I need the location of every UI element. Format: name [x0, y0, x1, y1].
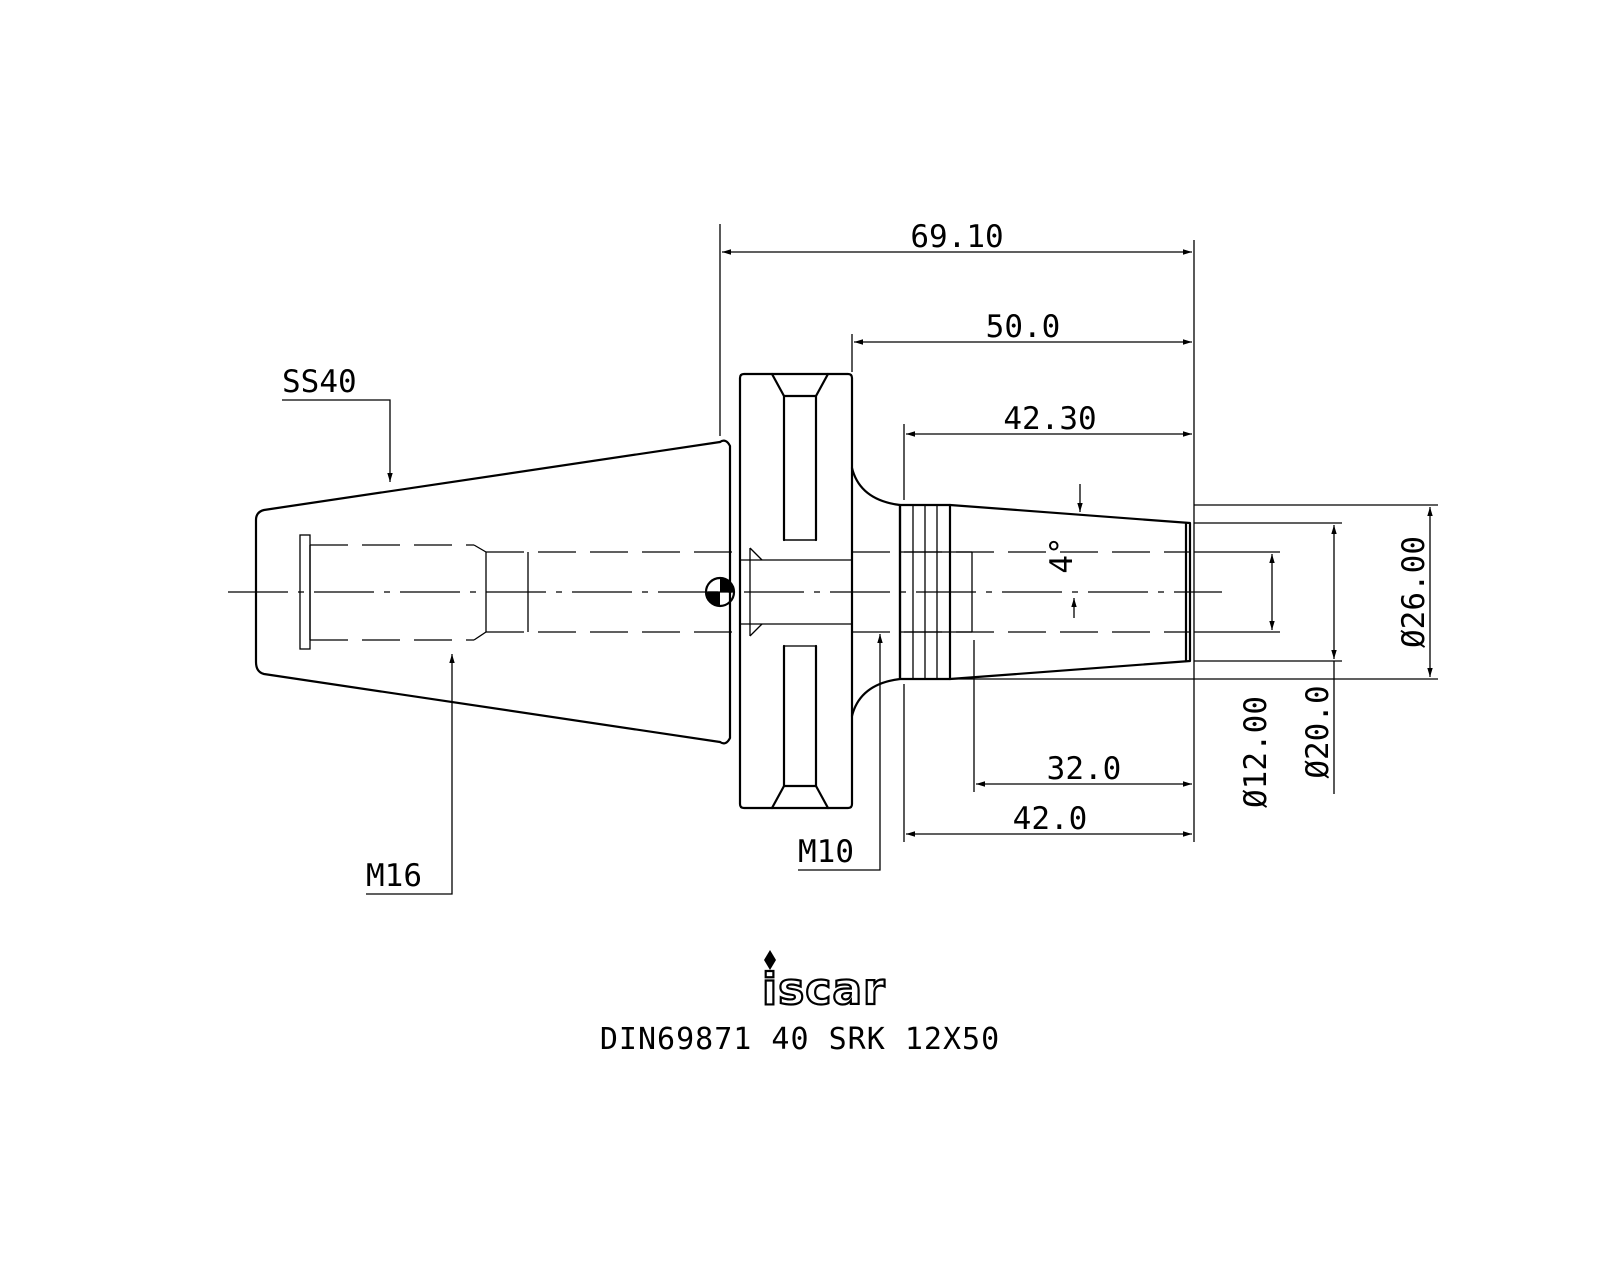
- dim-nose-length-label: 42.30: [1003, 401, 1096, 437]
- dim-tip-diameter: Ø20.0: [1300, 525, 1337, 794]
- dim-flange-to-end: 50.0: [854, 309, 1192, 345]
- dim-clamp-length: 42.0: [906, 801, 1192, 837]
- callout-stop-screw-thread: M10: [798, 634, 883, 871]
- dim-base-diameter-label: Ø26.00: [1396, 536, 1432, 648]
- dim-nose-length: 42.30: [906, 401, 1192, 437]
- part-designation: DIN69871 40 SRK 12X50: [599, 1022, 1001, 1057]
- callout-pull-stud-thread: M16: [366, 654, 455, 895]
- dim-overall-length-label: 69.10: [910, 219, 1003, 255]
- dim-clamp-length-label: 42.0: [1013, 801, 1088, 837]
- extension-lines: [719, 224, 1438, 842]
- dim-flange-to-end-label: 50.0: [986, 309, 1061, 345]
- dim-tip-diameter-label: Ø20.0: [1300, 685, 1336, 778]
- nose-body: [850, 466, 1192, 718]
- callout-pull-stud-thread-label: M16: [366, 858, 422, 894]
- callout-shank-taper: SS40: [282, 364, 393, 482]
- dim-bore-depth-label: 32.0: [1047, 751, 1122, 787]
- dim-overall-length: 69.10: [722, 219, 1192, 255]
- brand-logo-text: iscar: [762, 964, 886, 1015]
- callout-stop-screw-thread-label: M10: [798, 834, 854, 870]
- dim-bore-diameter: Ø12.00: [1238, 554, 1275, 808]
- flange: [704, 372, 854, 810]
- taper-shank: [254, 439, 740, 745]
- dim-bore-diameter-label: Ø12.00: [1238, 696, 1274, 808]
- dim-bore-depth: 32.0: [976, 751, 1192, 787]
- dim-base-diameter: Ø26.00: [1396, 507, 1433, 677]
- callout-shank-taper-label: SS40: [282, 364, 357, 400]
- dim-taper-angle: 4°: [1044, 484, 1083, 618]
- brand-logo: iscar: [761, 950, 886, 1016]
- dim-taper-angle-label: 4°: [1044, 536, 1080, 573]
